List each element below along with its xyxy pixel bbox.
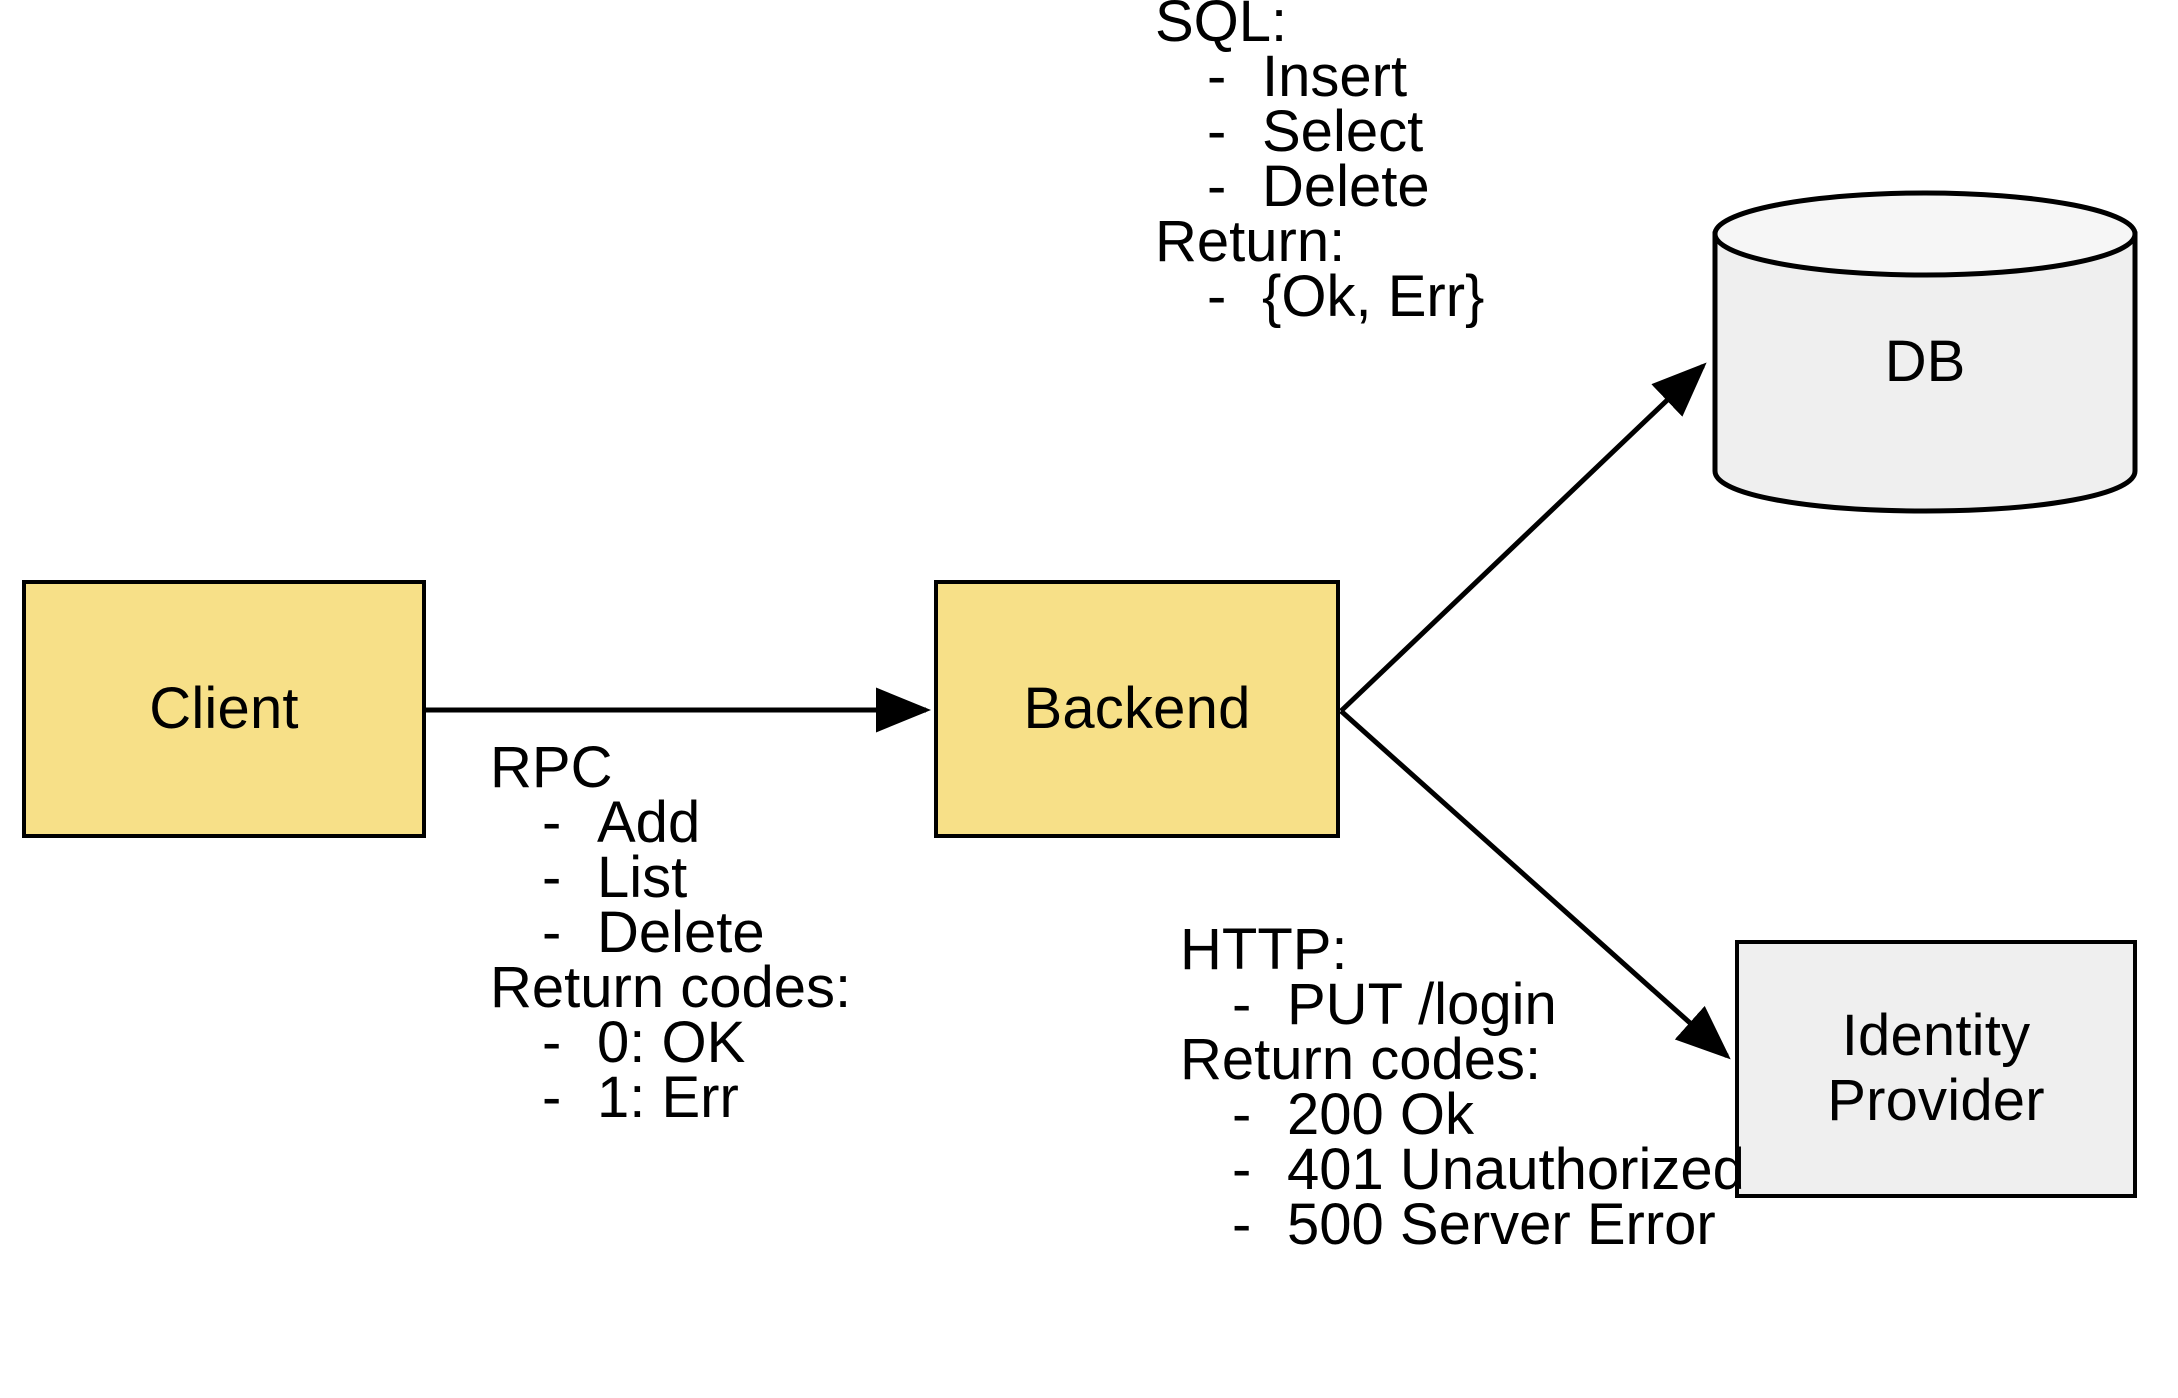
annotation-http-heading: HTTP: [1180,917,1348,982]
annotation-http-subitem-label: 500 Server Error [1287,1192,1716,1257]
annotation-rpc-subitem: -0: OK [490,1010,851,1075]
annotation-sql-subitem-label: {Ok, Err} [1262,264,1485,329]
annotation-rpc-item: -List [490,845,851,910]
annotation-sql-item: -Delete [1155,154,1484,219]
node-db[interactable]: DB [1712,190,2138,515]
bullet-dash-icon: - [542,845,562,910]
bullet-dash-icon: - [1207,44,1227,109]
annotation-rpc-subheading: Return codes: [490,955,852,1020]
annotation-http-subitem: -200 Ok [1180,1082,1745,1147]
node-identity-provider-label-line1: Identity [1841,1003,2031,1069]
bullet-dash-icon: - [1232,1192,1252,1257]
annotation-rpc-item-label: Add [597,790,701,855]
node-identity-provider[interactable]: Identity Provider [1735,940,2137,1198]
node-backend-label: Backend [1023,675,1251,741]
bullet-dash-icon: - [542,1010,562,1075]
annotation-sql-item: -Select [1155,99,1484,164]
annotation-sql-item-label: Insert [1262,44,1408,109]
annotation-sql-subheading: Return: [1155,209,1346,274]
bullet-dash-icon: - [542,900,562,965]
node-backend[interactable]: Backend [934,580,1340,838]
annotation-sql-item-label: Select [1262,99,1424,164]
bullet-dash-icon: - [542,790,562,855]
annotation-rpc-item-label: Delete [597,900,765,965]
annotation-rpc-subitem-label: 1: Err [597,1065,739,1130]
annotation-http-subheading: Return codes: [1180,1027,1542,1092]
annotation-http-subitem-label: 401 Unauthorized [1287,1137,1745,1202]
bullet-dash-icon: - [1232,972,1252,1037]
annotation-http-subitem: -401 Unauthorized [1180,1137,1745,1202]
node-client-label: Client [149,675,299,741]
annotation-sql-heading: SQL: [1155,0,1288,54]
edge-backend-to-db [1339,362,1707,713]
bullet-dash-icon: - [542,1065,562,1130]
annotation-rpc-heading: RPC [490,735,613,800]
annotation-http-subitem-label: 200 Ok [1287,1082,1474,1147]
annotation-http: HTTP: -PUT /login Return codes: -200 Ok … [1180,917,1745,1257]
node-identity-provider-label-line2: Provider [1827,1068,2045,1133]
bullet-dash-icon: - [1207,154,1227,219]
bullet-dash-icon: - [1207,264,1227,329]
annotation-rpc-item: -Delete [490,900,851,965]
annotation-sql-item-label: Delete [1262,154,1430,219]
db-cylinder-shape [1712,190,2138,514]
annotation-rpc-subitem-label: 0: OK [597,1010,746,1075]
node-client[interactable]: Client [22,580,426,838]
annotation-rpc-item: -Add [490,790,851,855]
annotation-sql: SQL: -Insert -Select -Delete Return: -{O… [1155,0,1485,329]
annotation-rpc-item-label: List [597,845,688,910]
annotation-rpc: RPC -Add -List -Delete Return codes: -0:… [490,735,852,1130]
annotation-http-item-label: PUT /login [1287,972,1557,1037]
bullet-dash-icon: - [1207,99,1227,164]
bullet-dash-icon: - [1232,1082,1252,1147]
annotation-sql-item: -Insert [1155,44,1484,109]
bullet-dash-icon: - [1232,1137,1252,1202]
annotation-http-subitem: -500 Server Error [1180,1192,1745,1257]
annotation-sql-subitem: -{Ok, Err} [1155,264,1485,329]
annotation-rpc-subitem: -1: Err [490,1065,851,1130]
annotation-http-item: -PUT /login [1180,972,1745,1037]
node-db-label: DB [1884,329,1966,394]
